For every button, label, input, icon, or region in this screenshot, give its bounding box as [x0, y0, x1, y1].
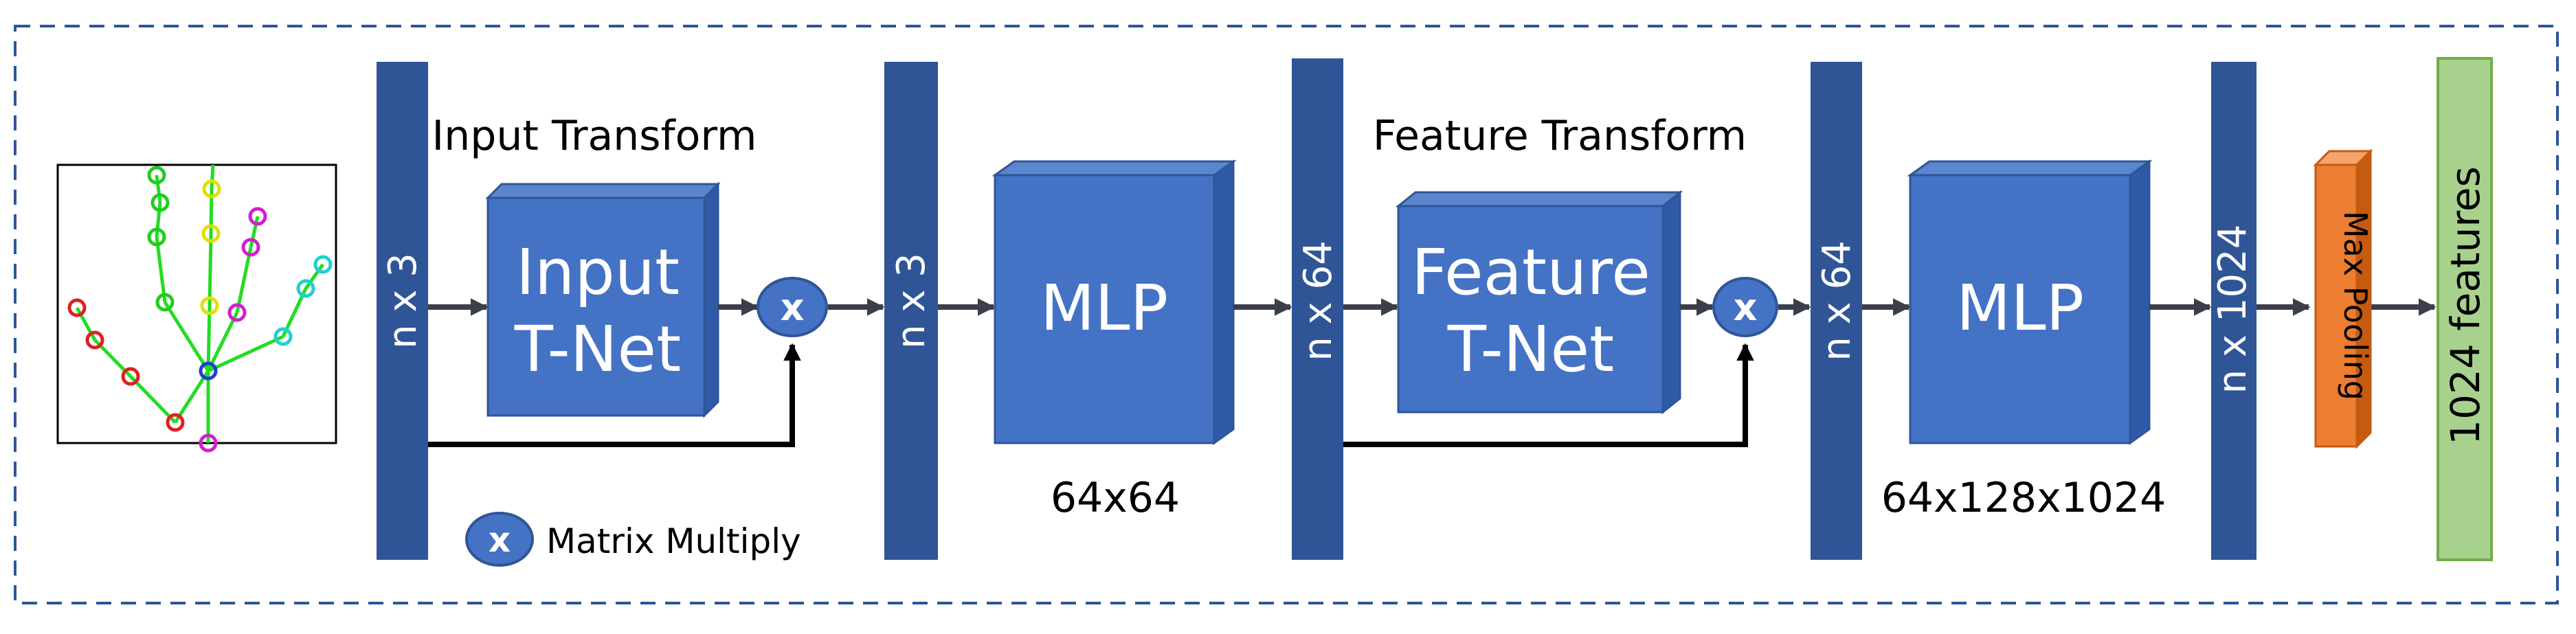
svg-text:1024 features: 1024 features: [2442, 166, 2489, 445]
svg-text:n x 64: n x 64: [1296, 240, 1341, 361]
svg-text:T-Net: T-Net: [514, 313, 681, 386]
svg-text:n x 3: n x 3: [381, 253, 425, 349]
input-point-cloud-image: [56, 163, 337, 453]
bar-n-x-64-transformed: n x 64: [1811, 62, 1862, 560]
bar-n-x-1024: n x 1024: [2210, 62, 2256, 560]
svg-text:MLP: MLP: [1040, 271, 1168, 345]
feature-transform-label: Feature Transform: [1373, 112, 1747, 160]
svg-text:n x 64: n x 64: [1815, 240, 1859, 361]
max-pooling-block: Max Pooling: [2313, 148, 2374, 449]
output-features-block: 1024 features: [2437, 57, 2493, 561]
matrix-multiply-node-1: x: [757, 277, 828, 337]
svg-text:n x 3: n x 3: [889, 253, 934, 349]
matrix-multiply-legend: x Matrix Multiply: [465, 512, 801, 567]
svg-text:x: x: [781, 286, 805, 329]
bar-n-x-3-transformed: n x 3: [884, 62, 938, 560]
skip-line-input-to-multiply: [428, 343, 801, 447]
svg-text:n x 1024: n x 1024: [2210, 225, 2255, 394]
svg-text:Max Pooling: Max Pooling: [2337, 211, 2374, 400]
mlp-block-2: MLP: [1907, 159, 2153, 445]
input-transform-label: Input Transform: [432, 112, 757, 160]
svg-text:Feature: Feature: [1411, 236, 1650, 309]
matrix-multiply-node-2: x: [1712, 277, 1778, 337]
svg-text:x: x: [1734, 286, 1758, 329]
input-tnet-block: Input T-Net: [485, 181, 721, 418]
skip-line-features-to-multiply: [1343, 343, 1754, 447]
svg-text:Matrix Multiply: Matrix Multiply: [546, 521, 801, 561]
svg-text:x: x: [489, 520, 511, 560]
bar-n-x-64-features: n x 64: [1292, 58, 1343, 560]
svg-text:T-Net: T-Net: [1447, 313, 1614, 386]
mlp-block-1: MLP: [992, 159, 1237, 445]
mlp1-dims-label: 64x64: [1051, 474, 1180, 522]
mlp2-dims-label: 64x128x1024: [1881, 474, 2166, 522]
dashed-frame: [14, 25, 2559, 604]
feature-tnet-block: Feature T-Net: [1395, 190, 1683, 415]
svg-text:Input: Input: [516, 236, 680, 309]
bar-n-x-3-input: n x 3: [377, 62, 428, 560]
svg-text:MLP: MLP: [1956, 271, 2084, 345]
